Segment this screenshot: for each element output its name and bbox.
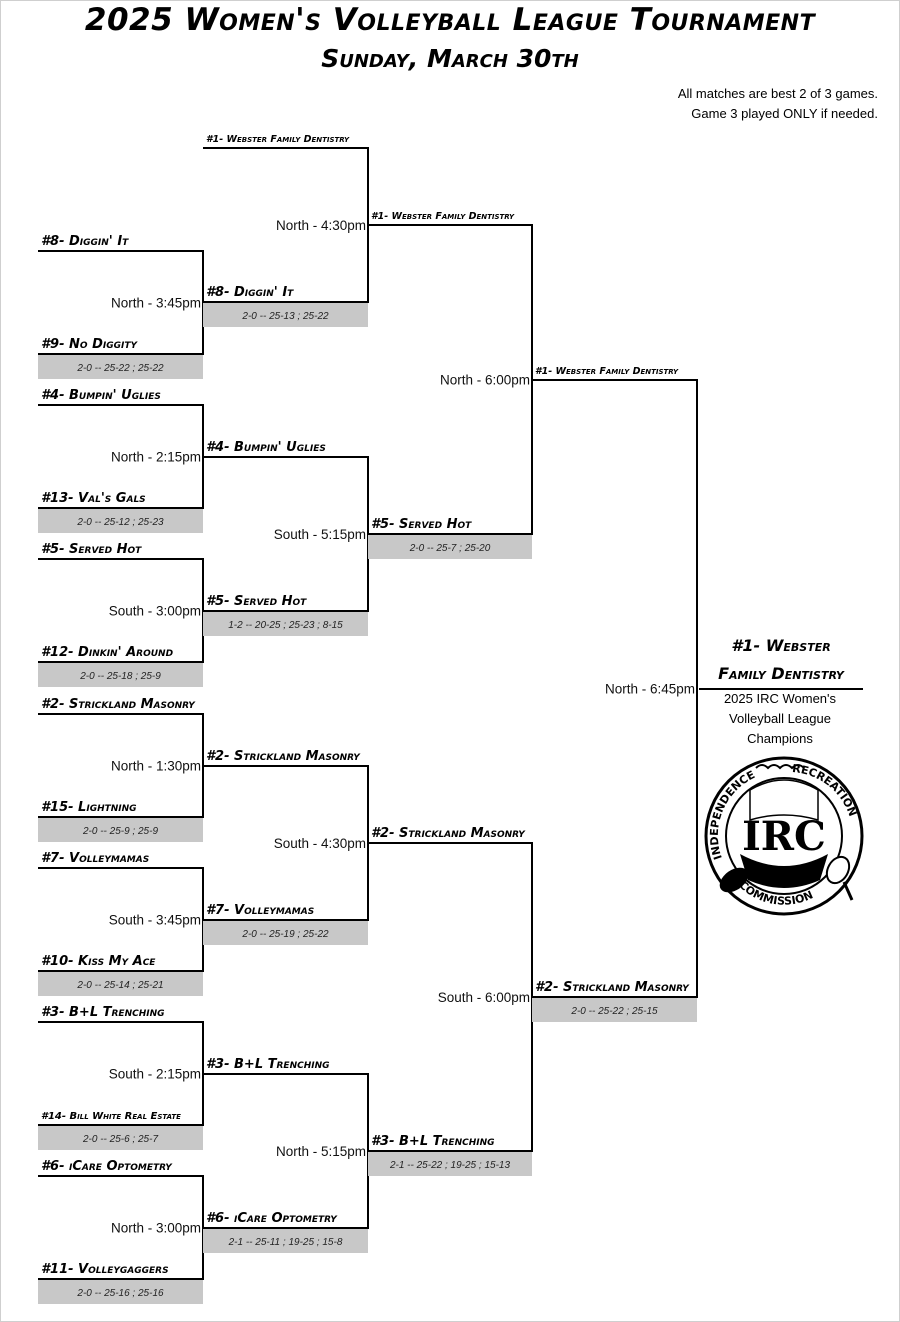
round3-1-score: 2-0 -- 25-7 ; 25-20: [409, 543, 491, 554]
round1-1-score-bar: [38, 355, 203, 379]
round2-2-bottom-team: #5- Served Hot: [206, 594, 307, 609]
final-1-score: 2-0 -- 25-22 ; 25-15: [570, 1006, 658, 1017]
round3-1-court-time: North - 6:00pm: [440, 373, 530, 388]
round1-6-score-bar: [38, 1126, 203, 1150]
round1-1-top-team: #8- Diggin' It: [41, 234, 129, 249]
round3-1-bottom-team: #5- Served Hot: [371, 517, 472, 532]
round2-1-top-team: #1- Webster Family Dentistry: [206, 134, 350, 145]
round2-2-court-time: South - 5:15pm: [274, 527, 366, 542]
tournament-date: Sunday, March 30th: [321, 44, 579, 73]
champion-caption-line-2: Volleyball League: [729, 711, 831, 726]
round1-4-score: 2-0 -- 25-9 ; 25-9: [82, 826, 158, 837]
logo-football-icon: [719, 867, 749, 893]
round1-5-bottom-team: #10- Kiss My Ace: [41, 954, 156, 969]
champion-caption-line-1: 2025 IRC Women's: [723, 691, 837, 706]
round1-2-score: 2-0 -- 25-12 ; 25-23: [76, 517, 164, 528]
final-1-top-team: #1- Webster Family Dentistry: [535, 366, 679, 377]
tournament-title: 2025 Women's Volleyball League Tournamen…: [84, 2, 816, 38]
champion-name-line-1: #1- Webster: [731, 636, 831, 655]
round3-2-score: 2-1 -- 25-22 ; 19-25 ; 15-13: [389, 1160, 511, 1171]
logo-racket-icon: [825, 855, 851, 885]
irc-logo: IRC INDEPENDENCE RECREATION COMMISSION: [704, 756, 864, 916]
round1-3-score-bar: [38, 663, 203, 687]
final-1-score-bar: [532, 998, 697, 1022]
logo-volleyball-icon: [749, 779, 819, 822]
round1-4-court-time: North - 1:30pm: [111, 759, 201, 774]
champion-line: [699, 688, 863, 690]
round1-2-bottom-team: #13- Val's Gals: [41, 491, 146, 506]
round2-1-bottom-team: #8- Diggin' It: [206, 285, 294, 300]
round1-6-score: 2-0 -- 25-6 ; 25-7: [82, 1134, 158, 1145]
round2-3-score: 2-0 -- 25-19 ; 25-22: [241, 929, 329, 940]
logo-racket-handle: [842, 881, 854, 901]
round1-3-bottom-team: #12- Dinkin' Around: [41, 645, 174, 660]
round1-7-score: 2-0 -- 25-16 ; 25-16: [76, 1288, 164, 1299]
round3-1-top-team: #1- Webster Family Dentistry: [371, 211, 515, 222]
round1-1-score: 2-0 -- 25-22 ; 25-22: [76, 363, 164, 374]
round1-7-bottom-team: #11- Volleygaggers: [41, 1262, 169, 1277]
logo-soccer-ball-icon: [740, 854, 828, 888]
round1-3-score: 2-0 -- 25-18 ; 25-9: [79, 671, 161, 682]
round3-2-score-bar: [368, 1152, 532, 1176]
round1-6-court-time: South - 2:15pm: [109, 1067, 201, 1082]
round2-4-top-team: #3- B+L Trenching: [206, 1057, 330, 1072]
round1-3-top-team: #5- Served Hot: [41, 542, 142, 557]
rules-note-line-2: Game 3 played ONLY if needed.: [691, 106, 878, 121]
round3-1-score-bar: [368, 535, 532, 559]
champion-name-line-2: Family Dentistry: [718, 664, 844, 683]
round3-2-bottom-team: #3- B+L Trenching: [371, 1134, 495, 1149]
round2-3-court-time: South - 4:30pm: [274, 836, 366, 851]
round2-4-score: 2-1 -- 25-11 ; 19-25 ; 15-8: [228, 1237, 343, 1248]
round2-4-score-bar: [203, 1229, 368, 1253]
round2-3-score-bar: [203, 921, 368, 945]
round2-1-score-bar: [203, 303, 368, 327]
round1-5-court-time: South - 3:45pm: [109, 913, 201, 928]
round2-2-top-team: #4- Bumpin' Uglies: [206, 440, 326, 455]
round1-6-bottom-team: #14- Bill White Real Estate: [41, 1111, 181, 1122]
logo-wave-icon: [755, 764, 805, 770]
round2-2-score-bar: [203, 612, 368, 636]
round1-1-court-time: North - 3:45pm: [111, 296, 201, 311]
round2-3-bottom-team: #7- Volleymamas: [206, 903, 314, 918]
round1-7-court-time: North - 3:00pm: [111, 1221, 201, 1236]
round1-3-court-time: South - 3:00pm: [109, 604, 201, 619]
champion-caption-line-3: Champions: [747, 731, 813, 746]
round2-4-bottom-team: #6- iCare Optometry: [206, 1211, 338, 1226]
round1-2-top-team: #4- Bumpin' Uglies: [41, 388, 161, 403]
final-1-court-time: North - 6:45pm: [605, 682, 695, 697]
round2-4-court-time: North - 5:15pm: [276, 1144, 366, 1159]
round1-4-score-bar: [38, 818, 203, 842]
round1-5-top-team: #7- Volleymamas: [41, 851, 149, 866]
round1-5-score: 2-0 -- 25-14 ; 25-21: [76, 980, 163, 991]
round2-1-score: 2-0 -- 25-13 ; 25-22: [241, 311, 329, 322]
final-1-bracket-line: [532, 379, 698, 998]
round2-3-top-team: #2- Strickland Masonry: [206, 749, 361, 764]
round3-2-top-team: #2- Strickland Masonry: [371, 826, 526, 841]
round1-6-top-team: #3- B+L Trenching: [41, 1005, 165, 1020]
round3-2-court-time: South - 6:00pm: [438, 990, 530, 1005]
round1-7-score-bar: [38, 1280, 203, 1304]
round1-2-court-time: North - 2:15pm: [111, 450, 201, 465]
round1-4-top-team: #2- Strickland Masonry: [41, 697, 196, 712]
round1-2-score-bar: [38, 509, 203, 533]
round2-2-score: 1-2 -- 20-25 ; 25-23 ; 8-15: [228, 620, 343, 631]
final-1-bottom-team: #2- Strickland Masonry: [535, 980, 690, 995]
round2-1-court-time: North - 4:30pm: [276, 218, 366, 233]
round1-4-bottom-team: #15- Lightning: [41, 800, 137, 815]
round1-1-bottom-team: #9- No Diggity: [41, 337, 138, 352]
logo-initials: IRC: [742, 813, 826, 860]
rules-note-line-1: All matches are best 2 of 3 games.: [677, 86, 878, 101]
round1-5-score-bar: [38, 972, 203, 996]
round1-7-top-team: #6- iCare Optometry: [41, 1159, 173, 1174]
